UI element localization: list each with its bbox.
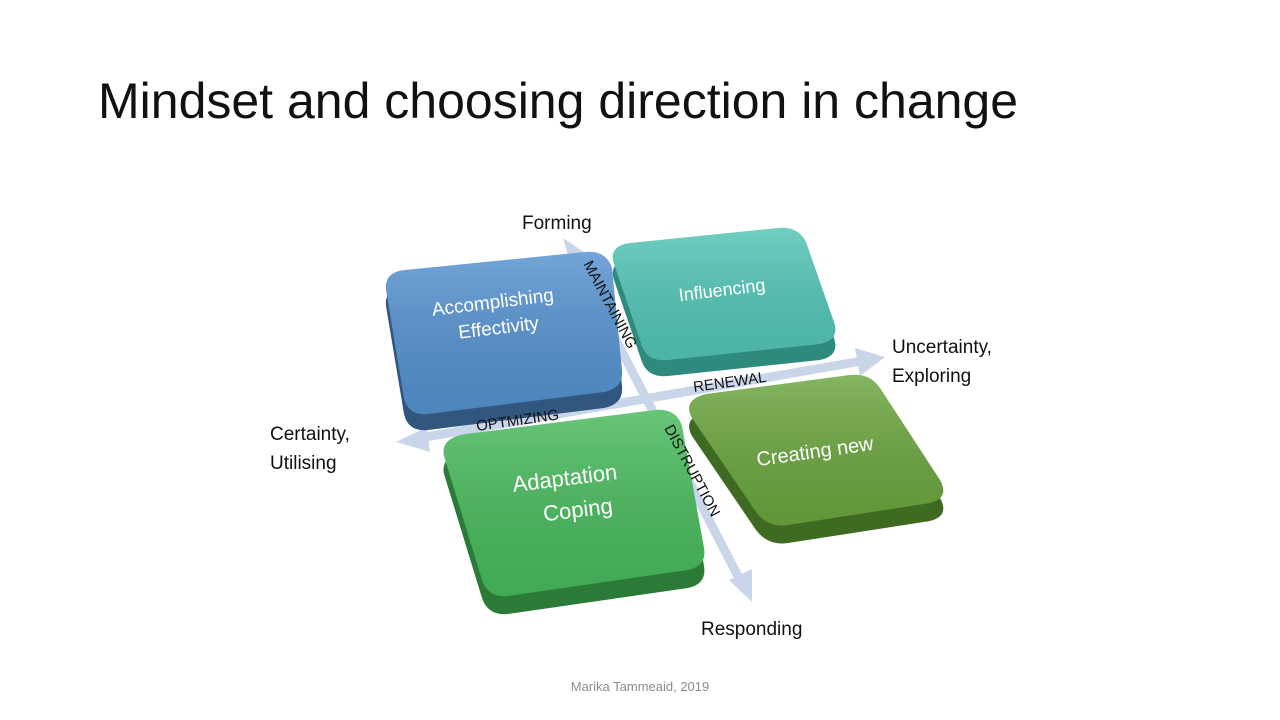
slide-title: Mindset and choosing direction in change <box>98 73 1019 129</box>
footer-credit: Marika Tammeaid, 2019 <box>570 679 710 694</box>
pole-label-right: Uncertainty, Exploring <box>892 337 997 387</box>
quadrant-bottom-left: Adaptation Coping <box>443 409 705 615</box>
horizontal-axis-arrow <box>396 348 885 452</box>
pole-label-bottom: Responding <box>701 619 802 640</box>
pole-label-left: Certainty, Utilising <box>270 424 355 474</box>
quadrant-top-right: Influencing <box>612 227 836 377</box>
quadrant-top-left: Accomplishing Effectivity <box>385 251 623 431</box>
quadrant-bottom-right: Creating new <box>689 374 944 544</box>
pole-label-top: Forming <box>522 213 592 234</box>
